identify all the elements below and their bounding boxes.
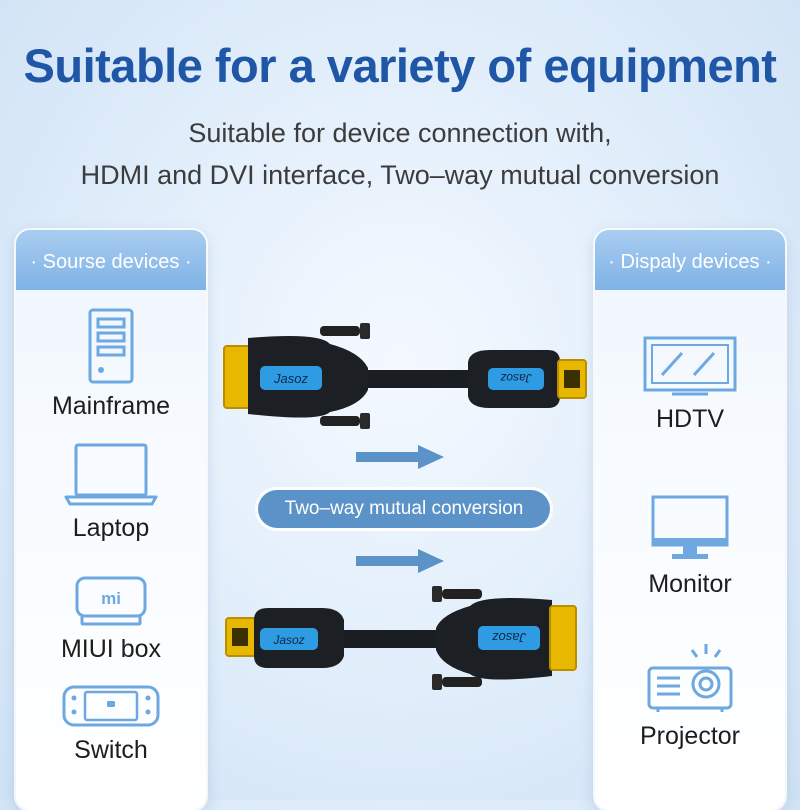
projector-icon xyxy=(647,644,733,712)
dvi-brand-plate xyxy=(260,366,322,390)
device-label-switch: Switch xyxy=(74,736,148,764)
device-switch: Switch xyxy=(16,684,206,765)
svg-text:Jasoz: Jasoz xyxy=(492,630,527,645)
hdtv-icon xyxy=(643,336,737,396)
svg-text:Jasoz: Jasoz xyxy=(500,371,532,385)
mainframe-icon xyxy=(88,308,134,384)
arrow-right-icon xyxy=(356,445,444,469)
device-label-monitor: Monitor xyxy=(648,570,732,598)
arrow-right-icon-2 xyxy=(356,549,444,573)
display-devices-panel: · Dispaly devices · HDTV Monitor xyxy=(595,230,785,810)
device-hdtv: HDTV xyxy=(595,335,785,434)
dvi-to-hdmi-cable-image: Jasoz Jasoz xyxy=(223,323,587,429)
device-label-miui-box: MIUI box xyxy=(60,635,162,663)
device-monitor: Monitor xyxy=(595,494,785,599)
source-devices-panel: · Sourse devices · Mainframe Laptop mi M… xyxy=(16,230,206,810)
svg-text:Jasoz: Jasoz xyxy=(272,633,304,647)
device-label-projector: Projector xyxy=(639,722,741,750)
device-miui-box: mi MIUI box xyxy=(16,575,206,664)
two-way-conversion-pill: Two–way mutual conversion xyxy=(258,490,550,528)
laptop-icon xyxy=(64,443,158,506)
display-devices-header: · Dispaly devices · xyxy=(595,230,785,290)
miui-box-icon: mi xyxy=(75,576,147,626)
page-title: Suitable for a variety of equipment xyxy=(23,39,777,92)
monitor-icon xyxy=(651,495,729,559)
dvi-brand-plate-2 xyxy=(478,626,540,650)
device-label-mainframe: Mainframe xyxy=(51,392,171,420)
device-label-laptop: Laptop xyxy=(72,514,150,542)
device-laptop: Laptop xyxy=(16,442,206,543)
switch-console-icon xyxy=(62,685,160,727)
device-projector: Projector xyxy=(595,640,785,751)
device-mainframe: Mainframe xyxy=(16,308,206,421)
hdmi-to-dvi-cable-image: Jasoz Jasoz xyxy=(225,586,577,690)
subtitle-line-1: Suitable for device connection with, xyxy=(188,118,612,148)
hdmi-brand-plate-2 xyxy=(260,628,318,650)
source-devices-header: · Sourse devices · xyxy=(16,230,206,290)
hdmi-brand-plate xyxy=(488,368,544,390)
svg-text:Jasoz: Jasoz xyxy=(273,371,308,386)
svg-text:mi: mi xyxy=(101,589,121,608)
device-label-hdtv: HDTV xyxy=(655,405,725,433)
subtitle-line-2: HDMI and DVI interface, Two–way mutual c… xyxy=(80,160,720,190)
